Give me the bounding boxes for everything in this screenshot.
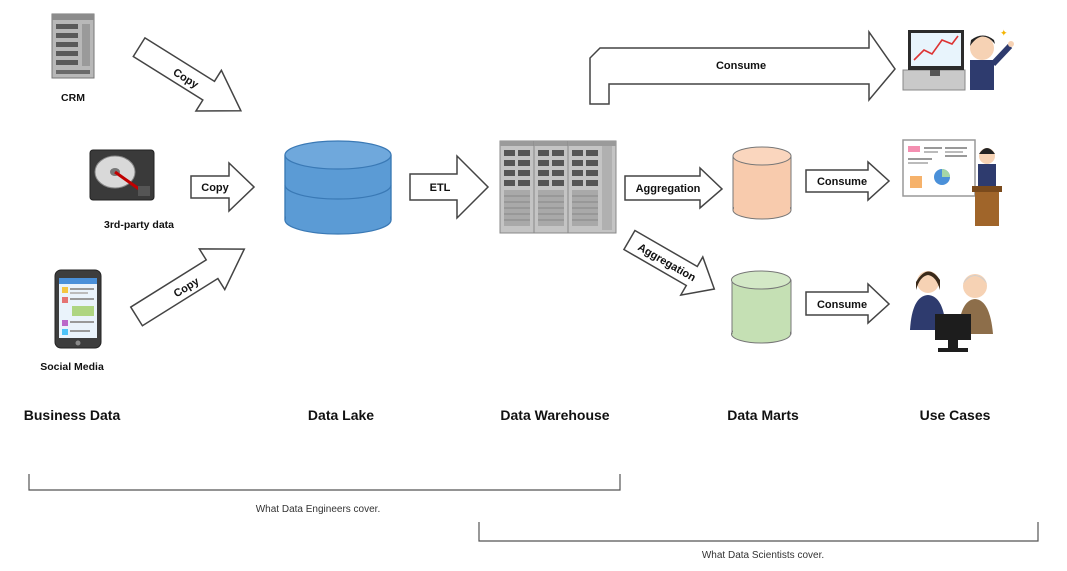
crm-label: CRM [61, 92, 85, 104]
consume-label-top: Consume [716, 60, 766, 72]
crm-server-icon [51, 13, 95, 79]
copy-arrow-middle: Copy [190, 161, 256, 213]
scientists-coverage-label: What Data Scientists cover. [702, 550, 824, 561]
column-title-data-lake: Data Lake [308, 407, 374, 423]
copy-label-middle: Copy [201, 182, 229, 194]
third-party-label: 3rd-party data [104, 219, 174, 231]
column-title-data-marts: Data Marts [727, 407, 799, 423]
copy-arrow-top: Copy [132, 36, 243, 112]
engineers-coverage-bracket [28, 474, 621, 491]
social-media-label: Social Media [40, 361, 104, 373]
dashboard-user-icon: ✦ [902, 29, 1014, 91]
aggregation-label-top: Aggregation [636, 183, 701, 195]
presentation-icon [902, 139, 1002, 226]
column-title-data-warehouse: Data Warehouse [500, 407, 609, 423]
smartphone-icon [54, 269, 102, 349]
consume-arrow-middle: Consume [805, 160, 891, 202]
consume-label-middle: Consume [817, 176, 867, 188]
svg-text:✦: ✦ [1000, 29, 1008, 39]
copy-arrow-bottom: Copy [129, 248, 246, 327]
data-warehouse-servers-icon [499, 140, 617, 234]
engineers-coverage-label: What Data Engineers cover. [256, 504, 381, 515]
consume-label-bottom: Consume [817, 299, 867, 311]
data-mart-green-cylinder [731, 270, 792, 344]
consume-arrow-bottom: Consume [805, 282, 891, 325]
scientists-coverage-bracket [478, 522, 1039, 542]
etl-label: ETL [430, 182, 451, 194]
column-title-business-data: Business Data [24, 407, 121, 423]
data-lake-cylinder [284, 140, 392, 235]
aggregation-arrow-bottom: Aggregation [622, 229, 716, 297]
aggregation-arrow-top: Aggregation [624, 166, 724, 210]
column-title-use-cases: Use Cases [920, 407, 991, 423]
hard-disk-icon [89, 149, 155, 201]
etl-arrow: ETL [409, 154, 490, 220]
consume-arrow-top: Consume [589, 29, 896, 105]
data-mart-orange-cylinder [732, 146, 792, 220]
team-analysis-icon [910, 271, 993, 352]
